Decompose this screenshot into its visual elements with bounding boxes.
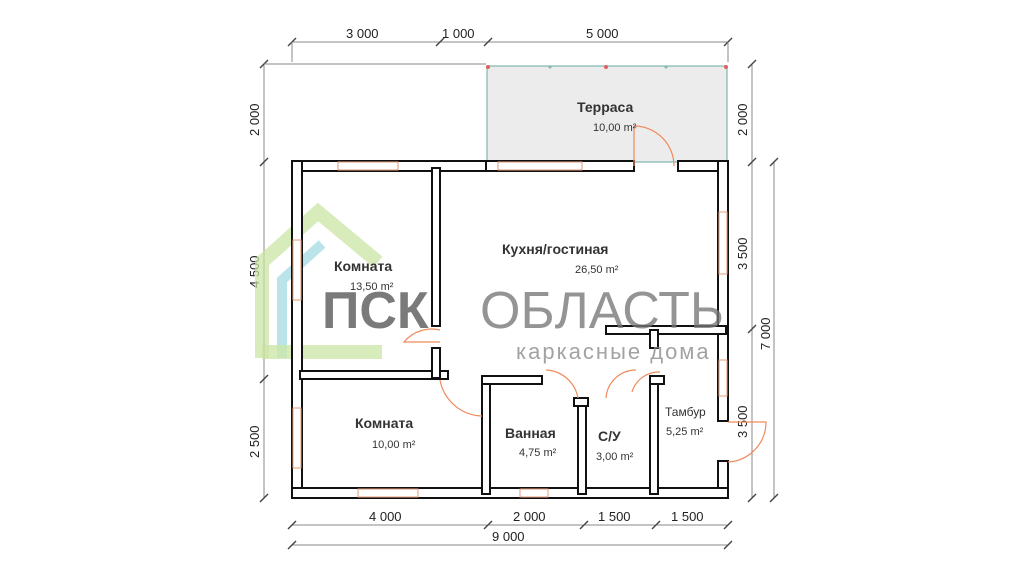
- dim-top-1: 3 000: [346, 26, 379, 41]
- room-labels: Терраса 10,00 m² Кухня/гостиная 26,50 m²…: [334, 99, 706, 463]
- logo-house-icon: [255, 202, 383, 359]
- dim-bottom-1: 4 000: [369, 509, 402, 524]
- windows: [292, 161, 728, 498]
- window-room1-left: [292, 239, 302, 301]
- doors: [402, 125, 767, 463]
- door-entrance: [727, 421, 767, 463]
- room-terrace-name: Терраса: [577, 99, 633, 115]
- door-vestibule: [631, 371, 661, 393]
- dim-bottom-4: 1 500: [671, 509, 704, 524]
- window-bath-bottom: [519, 488, 549, 498]
- door-terrace: [633, 125, 675, 167]
- window-vestibule-right: [718, 359, 728, 397]
- room-1-area: 13,50 m²: [350, 281, 394, 293]
- dim-right-1: 2 000: [735, 103, 750, 136]
- room-wc-area: 3,00 m²: [596, 451, 634, 463]
- room-terrace-area: 10,00 m²: [593, 122, 637, 134]
- window-room1-top: [337, 161, 399, 171]
- room-1-name: Комната: [334, 258, 392, 274]
- door-room2: [439, 379, 483, 417]
- logo-rest-text: ОБЛАСТЬ: [480, 282, 724, 340]
- dim-left-1: 2 000: [247, 103, 262, 136]
- room-bath-name: Ванная: [505, 425, 556, 441]
- company-logo: [255, 202, 383, 359]
- window-room2-left: [292, 407, 302, 469]
- window-kitchen-top: [497, 161, 583, 171]
- dimension-lines: [259, 37, 779, 550]
- window-kitchen-right: [718, 211, 728, 275]
- logo-tagline: каркасные дома: [516, 339, 711, 364]
- logo-text: ПСК ОБЛАСТЬ каркасные дома: [322, 282, 724, 364]
- door-bath: [545, 369, 579, 399]
- window-room2-bottom: [357, 488, 419, 498]
- dim-bottom-2: 2 000: [513, 509, 546, 524]
- dim-top-3: 5 000: [586, 26, 619, 41]
- door-wc: [605, 369, 637, 399]
- dim-top-2: 1 000: [442, 26, 475, 41]
- room-wc-name: С/У: [598, 428, 621, 444]
- dim-total-height: 7 000: [758, 317, 773, 350]
- terrace-area: [486, 65, 728, 163]
- room-vestibule-area: 5,25 m²: [666, 426, 704, 438]
- room-2-area: 10,00 m²: [372, 439, 416, 451]
- door-room1: [402, 328, 441, 343]
- dim-bottom-3: 1 500: [598, 509, 631, 524]
- dim-left-3: 2 500: [247, 425, 262, 458]
- dim-total-width: 9 000: [492, 529, 525, 544]
- room-kitchen-area: 26,50 m²: [575, 264, 619, 276]
- room-vestibule-name: Тамбур: [665, 405, 706, 419]
- logo-bold-text: ПСК: [322, 282, 429, 340]
- room-2-name: Комната: [355, 415, 413, 431]
- dimension-texts: 3 000 1 000 5 000 4 000 2 000 1 500 1 50…: [247, 26, 773, 544]
- dim-right-2: 3 500: [735, 237, 750, 270]
- room-kitchen-name: Кухня/гостиная: [502, 241, 608, 257]
- room-bath-area: 4,75 m²: [519, 447, 557, 459]
